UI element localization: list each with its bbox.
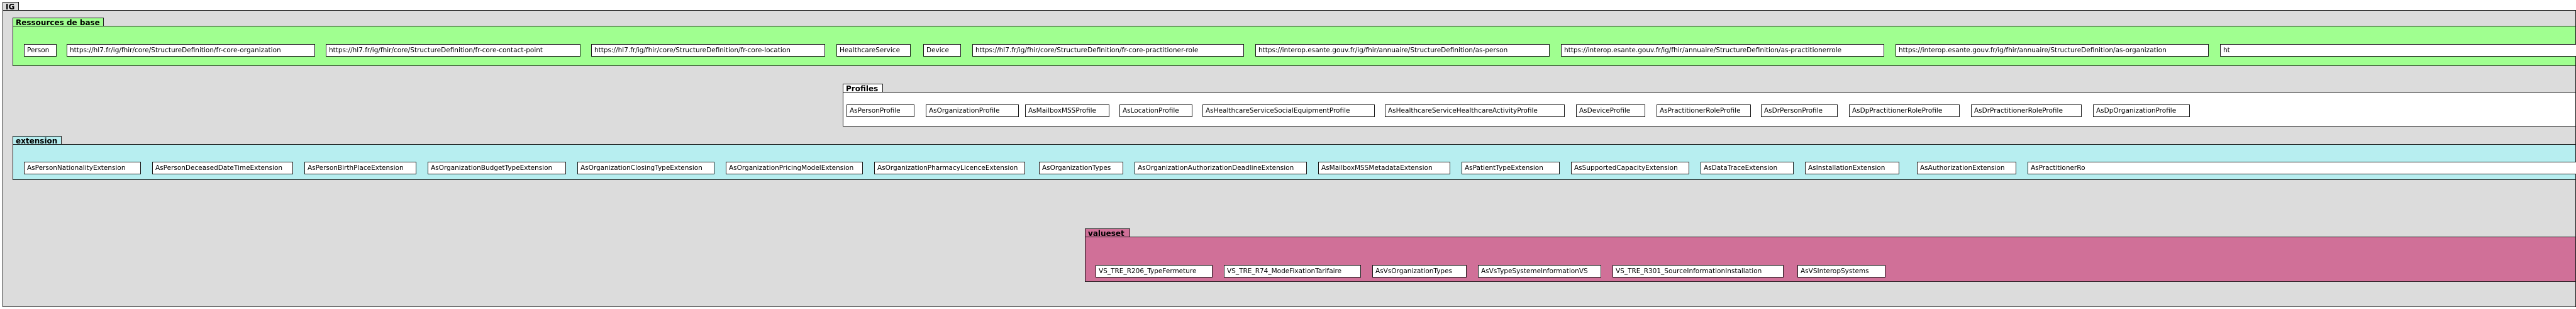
ext-node-practitioner-ro[interactable]: AsPractitionerRo: [2028, 162, 2576, 174]
ext-node-org-types[interactable]: AsOrganizationTypes: [1039, 162, 1123, 174]
profile-node-as-dr-person[interactable]: AsDrPersonProfile: [1761, 104, 1838, 117]
base-node-as-person[interactable]: https://interop.esante.gouv.fr/ig/fhir/a…: [1255, 44, 1550, 57]
ig-package-tab: IG: [3, 2, 19, 11]
profile-node-as-practitioner-role[interactable]: AsPractitionerRoleProfile: [1657, 104, 1751, 117]
base-package-label: Ressources de base: [16, 18, 100, 27]
profile-node-as-hcs-social-equipment[interactable]: AsHealthcareServiceSocialEquipmentProfil…: [1202, 104, 1375, 117]
ext-node-person-nationality[interactable]: AsPersonNationalityExtension: [24, 162, 141, 174]
ext-node-org-pharmacy-licence[interactable]: AsOrganizationPharmacyLicenceExtension: [874, 162, 1025, 174]
extension-package-tab: extension: [13, 136, 62, 145]
base-package-tab: Ressources de base: [13, 18, 104, 27]
vs-node-as-vs-organization-types[interactable]: AsVsOrganizationTypes: [1372, 265, 1467, 278]
valueset-package-label: valueset: [1088, 229, 1124, 238]
ext-node-installation[interactable]: AsInstallationExtension: [1805, 162, 1899, 174]
base-node-fr-core-practitioner-role[interactable]: https://hl7.fr/ig/fhir/core/StructureDef…: [972, 44, 1244, 57]
base-node-as-organization[interactable]: https://interop.esante.gouv.fr/ig/fhir/a…: [1896, 44, 2209, 57]
profiles-package-tab: Profiles: [843, 84, 883, 93]
ext-node-org-pricing-model[interactable]: AsOrganizationPricingModelExtension: [726, 162, 863, 174]
vs-node-as-vs-type-systeme-information[interactable]: AsVsTypeSystemeInformationVS: [1478, 265, 1601, 278]
ext-node-person-birthplace[interactable]: AsPersonBirthPlaceExtension: [304, 162, 416, 174]
ext-node-org-closing-type[interactable]: AsOrganizationClosingTypeExtension: [577, 162, 714, 174]
ext-node-authorization[interactable]: AsAuthorizationExtension: [1917, 162, 2016, 174]
profile-node-as-organization[interactable]: AsOrganizationProfile: [926, 104, 1019, 117]
ext-node-patient-type[interactable]: AsPatientTypeExtension: [1462, 162, 1560, 174]
profile-node-as-dp-practitioner-role[interactable]: AsDpPractitionerRoleProfile: [1849, 104, 1960, 117]
extension-package-label: extension: [16, 137, 58, 145]
profile-node-as-device[interactable]: AsDeviceProfile: [1576, 104, 1645, 117]
profile-node-as-dr-practitioner-role[interactable]: AsDrPractitionerRoleProfile: [1971, 104, 2082, 117]
ext-node-mailbox-mss-metadata[interactable]: AsMailboxMSSMetadataExtension: [1318, 162, 1450, 174]
base-node-healthcareservice[interactable]: HealthcareService: [836, 44, 911, 57]
profile-node-as-dp-organization[interactable]: AsDpOrganizationProfile: [2093, 104, 2190, 117]
vs-node-r301-source-information-installation[interactable]: VS_TRE_R301_SourceInformationInstallatio…: [1613, 265, 1784, 278]
ext-node-org-budget-type[interactable]: AsOrganizationBudgetTypeExtension: [428, 162, 566, 174]
base-node-fr-core-contact-point[interactable]: https://hl7.fr/ig/fhir/core/StructureDef…: [326, 44, 580, 57]
profiles-package-label: Profiles: [846, 84, 879, 93]
base-node-device[interactable]: Device: [923, 44, 961, 57]
ig-package-label: IG: [6, 3, 15, 11]
ext-node-org-authorization-deadline[interactable]: AsOrganizationAuthorizationDeadlineExten…: [1135, 162, 1307, 174]
base-node-fr-core-organization[interactable]: https://hl7.fr/ig/fhir/core/StructureDef…: [67, 44, 315, 57]
vs-node-as-vs-interop-systems[interactable]: AsVSInteropSystems: [1797, 265, 1885, 278]
base-node-person[interactable]: Person: [24, 44, 57, 57]
base-node-fr-core-location[interactable]: https://hl7.fr/ig/fhir/core/StructureDef…: [591, 44, 825, 57]
vs-node-r74-mode-fixation-tarifaire[interactable]: VS_TRE_R74_ModeFixationTarifaire: [1224, 265, 1361, 278]
base-node-as-practitionerrole[interactable]: https://interop.esante.gouv.fr/ig/fhir/a…: [1561, 44, 1884, 57]
profile-node-as-person[interactable]: AsPersonProfile: [847, 104, 914, 117]
ext-node-person-deceased-datetime[interactable]: AsPersonDeceasedDateTimeExtension: [152, 162, 293, 174]
profile-node-as-hcs-healthcare-activity[interactable]: AsHealthcareServiceHealthcareActivityPro…: [1385, 104, 1565, 117]
ext-node-supported-capacity[interactable]: AsSupportedCapacityExtension: [1571, 162, 1689, 174]
ext-node-data-trace[interactable]: AsDataTraceExtension: [1701, 162, 1794, 174]
valueset-package-tab: valueset: [1085, 228, 1130, 238]
profile-node-as-mailbox-mss[interactable]: AsMailboxMSSProfile: [1025, 104, 1109, 117]
vs-node-r206-type-fermeture[interactable]: VS_TRE_R206_TypeFermeture: [1096, 265, 1213, 278]
base-node-ht[interactable]: ht: [2220, 44, 2576, 57]
profile-node-as-location[interactable]: AsLocationProfile: [1119, 104, 1192, 117]
